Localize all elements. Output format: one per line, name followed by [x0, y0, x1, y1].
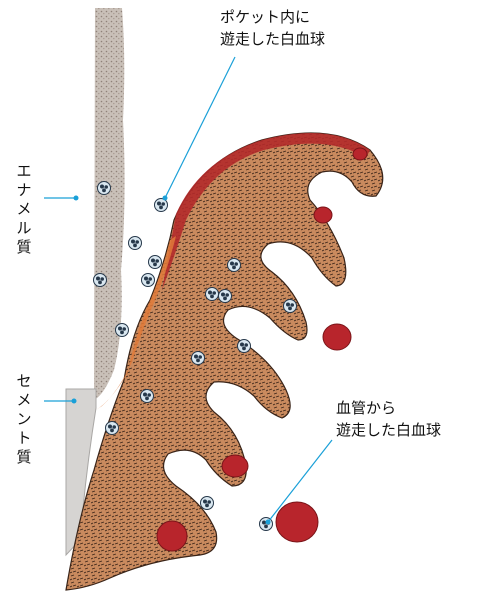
- leukocyte-cell-icon: [116, 324, 129, 337]
- leukocyte-cell-icon: [192, 352, 205, 365]
- leukocyte-cell-icon: [142, 274, 155, 287]
- label-pocket-leukocytes: ポケット内に 遊走した白血球: [220, 6, 325, 50]
- leukocyte-cell-icon: [238, 340, 251, 353]
- leukocyte-cell-icon: [228, 259, 241, 272]
- red-blood-cell-icon: [157, 521, 187, 551]
- red-blood-cell-icon: [276, 502, 318, 542]
- leukocyte-cell-icon: [106, 422, 119, 435]
- enamel-layer: [94, 8, 125, 400]
- leukocyte-cell-icon: [206, 288, 219, 301]
- red-blood-cell-icon: [314, 207, 332, 223]
- leukocyte-cell-icon: [155, 199, 168, 212]
- leukocyte-cell-icon: [98, 182, 111, 195]
- leukocyte-cell-icon: [141, 390, 154, 403]
- label-cementum: セメント質: [14, 372, 34, 467]
- label-enamel: エナメル質: [14, 162, 34, 257]
- red-blood-cell-icon: [353, 148, 367, 160]
- leukocyte-cell-icon: [201, 497, 214, 510]
- leukocyte-cell-icon: [219, 290, 232, 303]
- leukocyte-cell-icon: [149, 256, 162, 269]
- red-blood-cell-icon: [222, 455, 248, 477]
- leukocyte-cell-icon: [284, 300, 297, 313]
- leukocyte-cell-icon: [94, 274, 107, 287]
- leukocyte-cell-icon: [129, 237, 142, 250]
- label-vessel-leukocytes: 血管から 遊走した白血球: [336, 397, 441, 441]
- red-blood-cell-icon: [323, 324, 351, 350]
